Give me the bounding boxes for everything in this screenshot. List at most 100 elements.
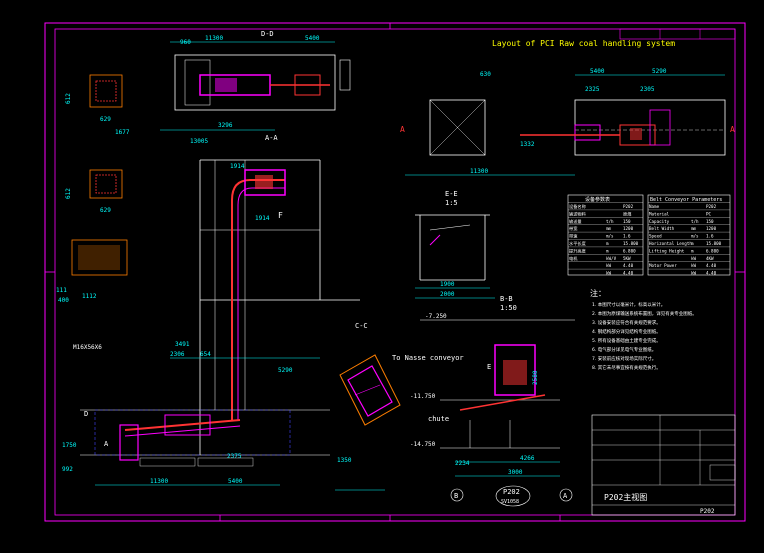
left-table-cell: 6.800 — [623, 248, 636, 253]
grid-bubble-b: B — [454, 492, 458, 500]
dim-11300-top: 11300 — [205, 35, 223, 42]
note-line: 8. 其它未尽事宜按有关规范执行。 — [592, 364, 661, 371]
bolt-label: M16X56X6 — [73, 344, 102, 351]
right-table-cell: kW — [691, 263, 697, 268]
grid-bubble-a: A — [563, 492, 568, 500]
right-table-cell: 4KW — [706, 256, 714, 261]
note-line: 7. 安装前应核对现场实际尺寸。 — [592, 355, 656, 362]
a-label-right: A — [400, 125, 405, 134]
view-bb-label: B-B — [500, 295, 513, 303]
param-table-right: Belt Conveyor Parameters — [647, 194, 731, 276]
right-table-cell: 4.40 — [706, 263, 717, 268]
el-m11750: -11.750 — [410, 393, 436, 400]
dim-654: 654 — [200, 351, 211, 358]
right-table-cell: Horizontal Length — [649, 241, 692, 246]
right-table-cell: 15.800 — [706, 241, 722, 246]
view-ee-scale: 1:5 — [445, 199, 458, 207]
dim-1900: 1900 — [440, 281, 455, 288]
right-table-cell: kW — [691, 256, 697, 261]
view-aa: A-A 1914 F 1914 2306 654 3491 5290 1750 … — [62, 134, 360, 486]
detail-box-low: 1112 111 400 M16X56X6 — [56, 239, 128, 351]
right-table-cell: m — [691, 248, 694, 253]
dim-612b: 612 — [65, 188, 72, 199]
left-table-cell: 带宽 — [569, 225, 578, 232]
left-table-cell: 4.40 — [623, 263, 634, 268]
note-line: 6. 电气部分详见电气专业图纸。 — [592, 346, 656, 353]
dim-3000: 3000 — [508, 469, 523, 476]
dim-5400-right: 5400 — [590, 68, 605, 75]
detail-box-top: 612 629 — [65, 74, 123, 123]
right-table-cell: 4.40 — [706, 271, 717, 276]
chute-label: chute — [428, 415, 449, 423]
left-table-cell: m — [606, 241, 609, 246]
right-table-cell: 1.6 — [706, 234, 714, 239]
right-table-cell: m — [691, 241, 694, 246]
dim-2234: 2234 — [455, 460, 470, 467]
left-table-cell: 15.800 — [623, 241, 639, 246]
right-table-cell: Belt Width — [649, 226, 675, 231]
view-dd-label: D-D — [261, 30, 274, 38]
right-table-cell: t/h — [691, 219, 699, 224]
right-table-cell: kW — [691, 271, 697, 276]
dim-2306: 2306 — [170, 351, 185, 358]
dim-1677: 1677 — [115, 129, 130, 136]
right-table-cell: Speed — [649, 234, 662, 239]
left-table-cell: 1200 — [623, 226, 634, 231]
note-line: 2. 本图为原煤输送系统布置图，详见有关专业图纸。 — [592, 310, 697, 317]
dim-11300-right: 11300 — [470, 168, 488, 175]
dim-629b: 629 — [100, 207, 111, 214]
note-line: 1. 本图尺寸以毫米计，标高以米计。 — [592, 301, 665, 308]
sheet-code: P202 — [700, 508, 715, 515]
notes-block: 注： 1. 本图尺寸以毫米计，标高以米计。 2. 本图为原煤输送系统布置图，详见有… — [590, 288, 697, 371]
left-table-cell: 电机 — [569, 255, 578, 262]
dim-5290: 5290 — [278, 367, 293, 374]
right-table-cell: PC — [706, 211, 712, 216]
right-table-title: Belt Conveyor Parameters — [650, 197, 722, 203]
dim-13005: 13005 — [190, 138, 208, 145]
right-table-cell: Name — [649, 204, 660, 209]
left-table-cell: 提升高度 — [569, 247, 587, 254]
dim-3296: 3296 — [218, 122, 233, 129]
dim-11300-bottom: 11300 — [150, 478, 168, 485]
dim-2580: 2580 — [532, 370, 539, 385]
dim-1350: 1350 — [337, 457, 352, 464]
left-table-cell: 带速 — [569, 234, 578, 240]
note-line: 5. 所有设备基础由土建专业完成。 — [592, 337, 661, 344]
dim-1914: 1914 — [230, 163, 245, 170]
svg-text:A: A — [730, 125, 735, 134]
a-label-left: A — [104, 440, 109, 448]
e-label: E — [487, 363, 491, 371]
detail-box-mid: 612 629 — [65, 169, 123, 214]
dim-3491: 3491 — [175, 341, 190, 348]
dim-960: 960 — [180, 39, 191, 46]
left-table-cell: kW/V — [606, 256, 617, 261]
el-m7250: -7.250 — [425, 313, 447, 320]
view-aa-label: A-A — [265, 134, 278, 142]
left-table-cell: 150 — [623, 219, 631, 224]
left-table-title: 设备参数表 — [585, 196, 610, 203]
notes-header: 注： — [590, 288, 606, 298]
left-table-cell: 1.6 — [623, 234, 631, 239]
view-cc: C-C To Nasse conveyor chute 1350 — [335, 322, 464, 491]
dim-4266: 4266 — [520, 455, 535, 462]
f-label: F — [278, 211, 283, 220]
right-table-cell: mm — [691, 226, 697, 231]
el-m14750: -14.750 — [410, 441, 436, 448]
left-table-cell: 4.40 — [623, 271, 634, 276]
left-table-cell: 水平长度 — [569, 240, 587, 247]
dim-5400-bottom: 5400 — [228, 478, 243, 485]
right-table-cell: 150 — [706, 219, 714, 224]
left-table-cell: P202 — [623, 204, 634, 209]
svg-text:1914: 1914 — [255, 215, 270, 222]
left-table-cell: 输送量 — [569, 218, 582, 225]
left-table-cell: 5KW — [623, 256, 631, 261]
d-label: D — [84, 410, 88, 418]
header-block — [619, 28, 736, 40]
left-table-cell: m/s — [606, 234, 614, 239]
bubble-code: P202 — [503, 488, 520, 496]
notes-lines: 1. 本图尺寸以毫米计，标高以米计。 2. 本图为原煤输送系统布置图，详见有关专业… — [592, 301, 697, 371]
